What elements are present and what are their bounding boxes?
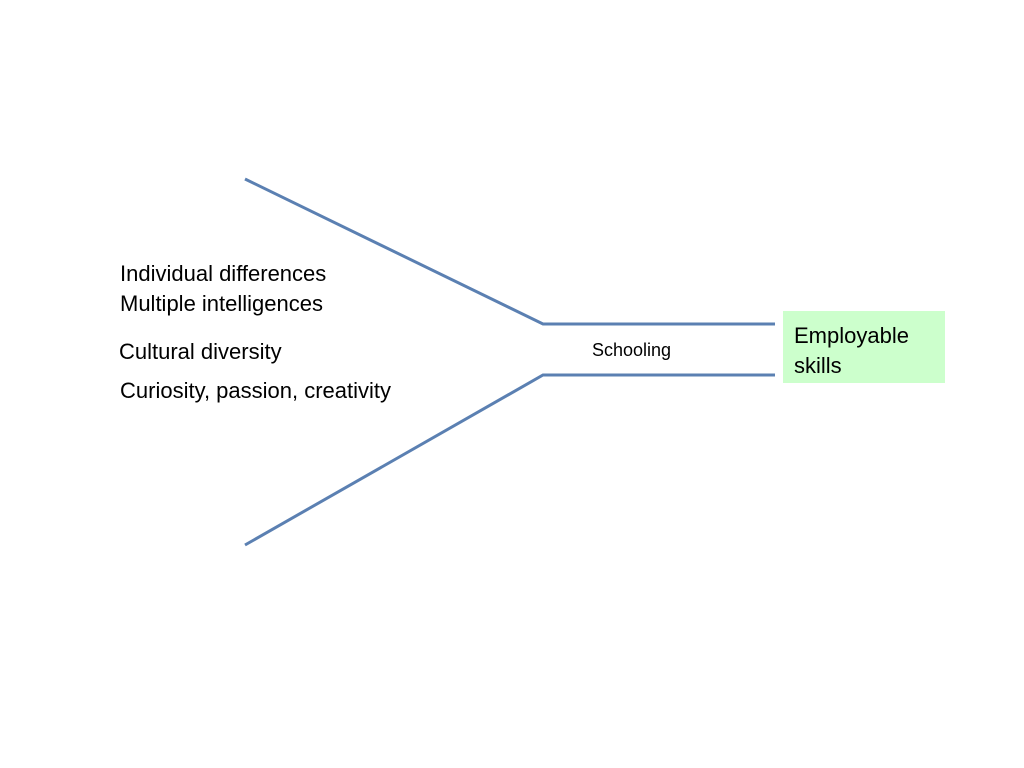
process-label-schooling: Schooling xyxy=(592,340,672,360)
input-multiple-intelligences: Multiple intelligences xyxy=(120,291,323,316)
input-individual-differences: Individual differences xyxy=(120,261,327,286)
output-label-line-1: Employable xyxy=(794,323,909,348)
funnel-upper-edge xyxy=(244,177,775,326)
output-label-line-2: skills xyxy=(794,353,842,378)
input-cultural-diversity: Cultural diversity xyxy=(119,339,282,364)
output-box: Employable skills xyxy=(783,311,945,383)
input-curiosity-passion-creativity: Curiosity, passion, creativity xyxy=(120,378,392,403)
funnel-lower-edge xyxy=(244,373,775,547)
